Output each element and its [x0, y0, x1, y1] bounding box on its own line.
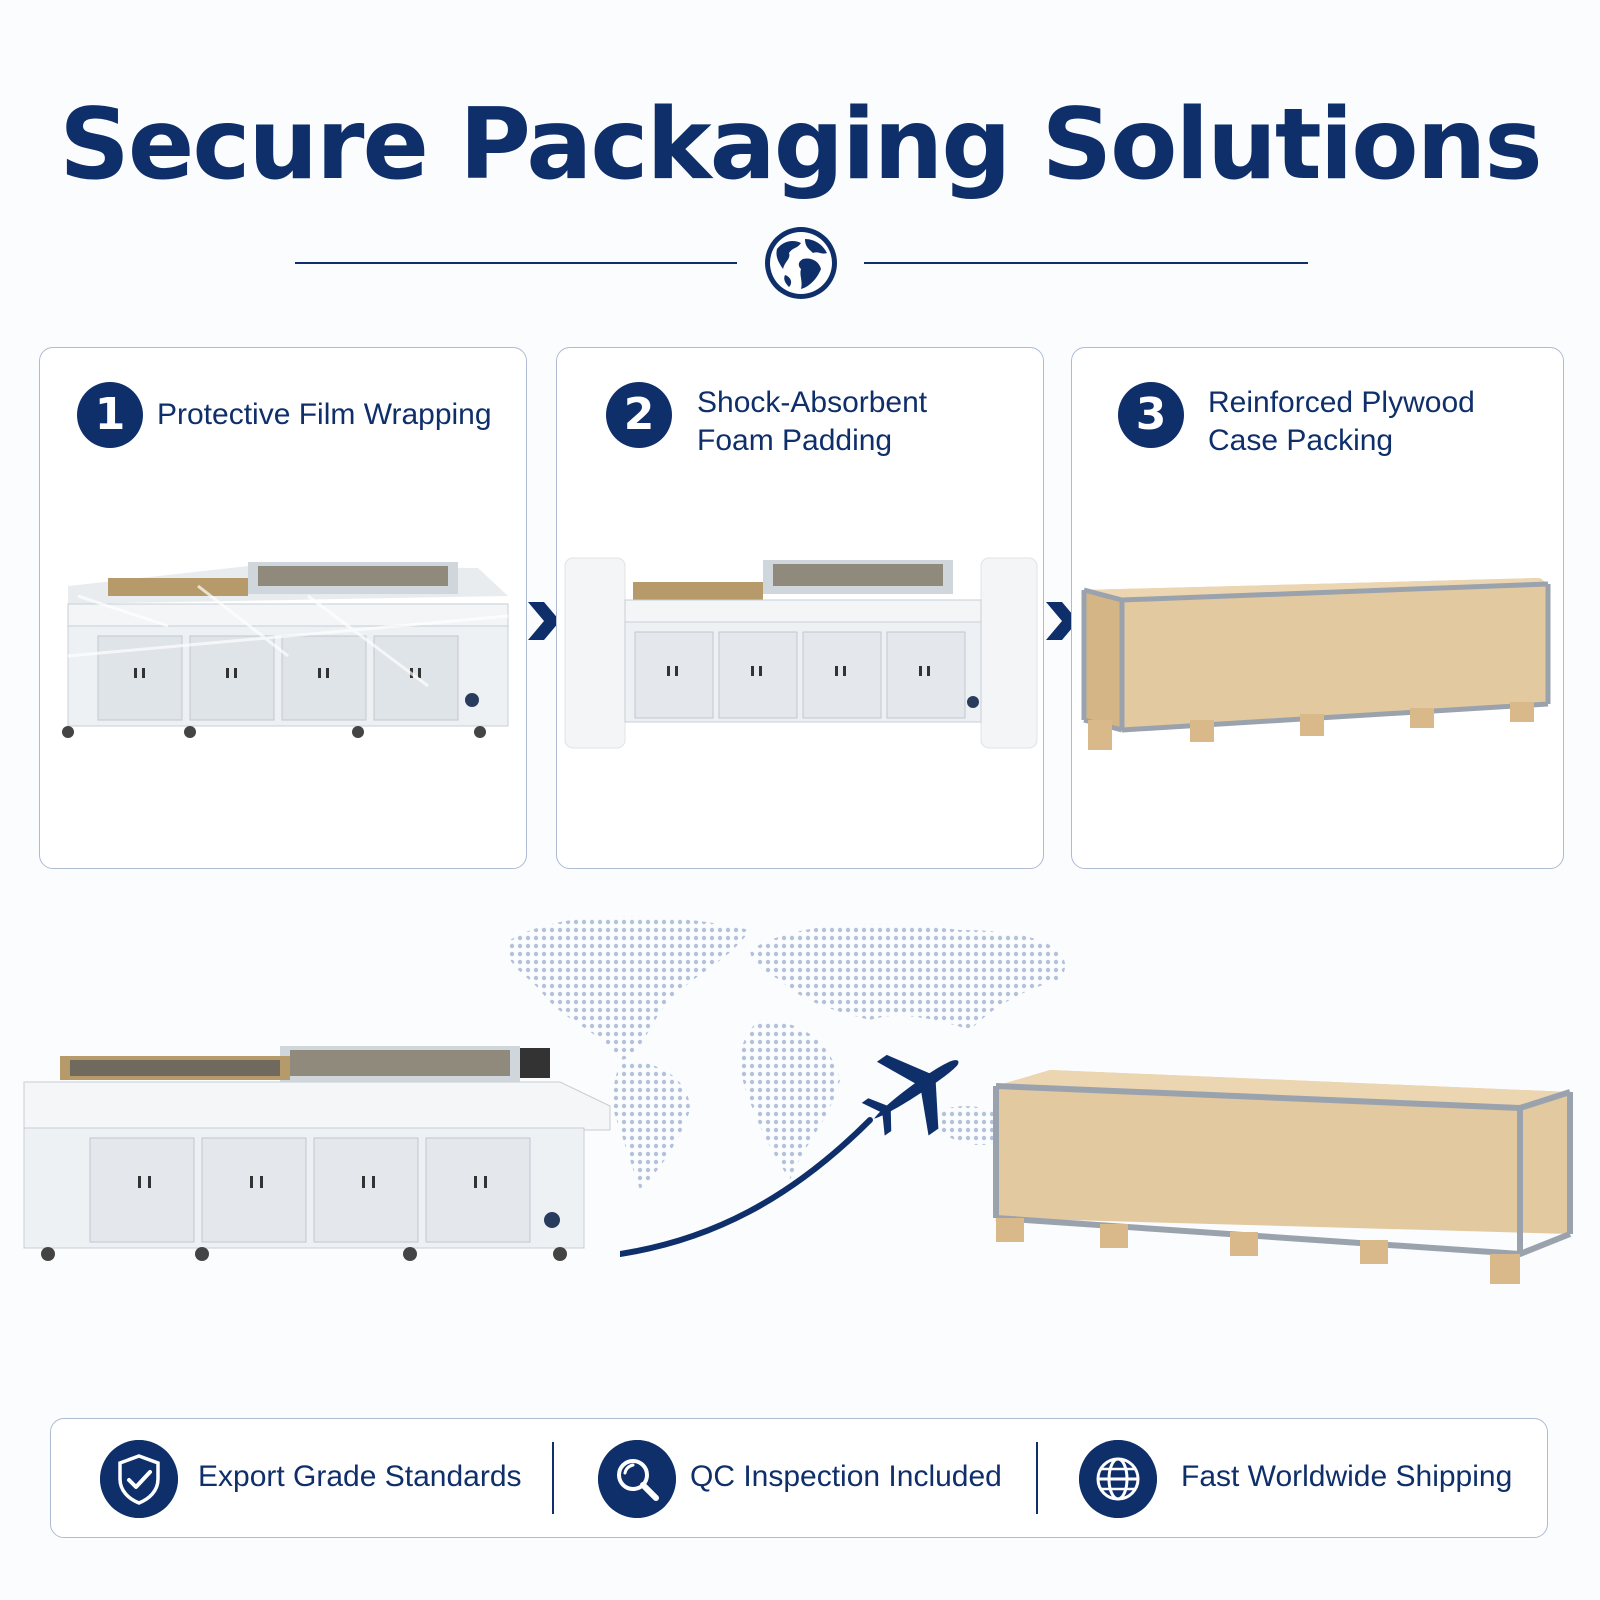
- arrow-right-icon: [1046, 602, 1078, 640]
- step-number-1: 1: [77, 382, 143, 448]
- feature-label-export: Export Grade Standards: [198, 1460, 522, 1493]
- film-wrapped-machine-image: [62, 562, 509, 738]
- step-label-1: Protective Film Wrapping: [157, 398, 492, 431]
- plywood-crate-image: [1081, 578, 1551, 750]
- globe-icon: [765, 227, 837, 299]
- step-number-2: 2: [606, 382, 672, 448]
- wooden-crate-image: [993, 1070, 1573, 1284]
- cutting-machine-image: [23, 1046, 611, 1261]
- step-number-3: 3: [1118, 382, 1184, 448]
- title-rule-right: [864, 262, 1308, 264]
- world-map-graphic: [507, 916, 1066, 1190]
- arrow-right-icon: [528, 602, 560, 640]
- page-title: Secure Packaging Solutions: [59, 88, 1542, 202]
- shield-check-icon: [100, 1440, 178, 1518]
- feature-label-shipping: Fast Worldwide Shipping: [1181, 1460, 1513, 1493]
- magnifier-icon: [598, 1440, 676, 1518]
- airplane-icon: [861, 1054, 959, 1136]
- title-rule-left: [295, 262, 737, 264]
- features-bar: [50, 1418, 1548, 1538]
- foam-padded-machine-image: [564, 557, 1038, 749]
- feature-label-qc: QC Inspection Included: [690, 1460, 1002, 1493]
- feature-divider: [552, 1442, 554, 1514]
- feature-divider: [1036, 1442, 1038, 1514]
- step-label-3: Reinforced Plywood Case Packing: [1208, 386, 1475, 457]
- step-label-2: Shock-Absorbent Foam Padding: [697, 386, 928, 457]
- flight-path-graphic: [620, 1117, 873, 1257]
- globe-icon: [1079, 1440, 1157, 1518]
